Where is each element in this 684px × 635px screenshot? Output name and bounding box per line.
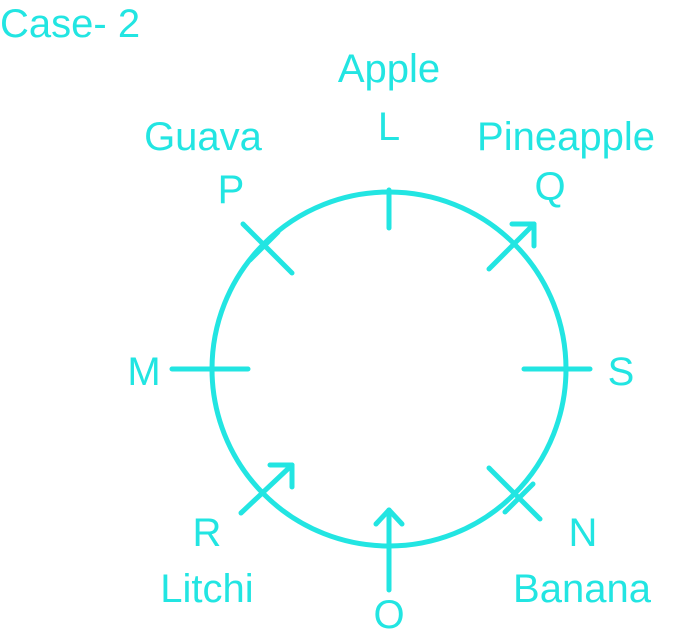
seat-label-q: Q bbox=[534, 165, 565, 209]
item-label-banana: Banana bbox=[513, 567, 652, 611]
seat-label-r: R bbox=[193, 511, 222, 555]
item-label-guava: Guava bbox=[144, 115, 263, 159]
seat-label-p: P bbox=[218, 168, 245, 212]
item-label-apple: Apple bbox=[338, 47, 440, 91]
seat-label-s: S bbox=[608, 350, 635, 394]
seat-mark-r-arrow bbox=[238, 462, 295, 516]
seat-label-l: L bbox=[378, 105, 400, 149]
seat-mark-n-cross bbox=[486, 465, 543, 522]
item-label-pineapple: Pineapple bbox=[477, 115, 655, 159]
case-label: Case- 2 bbox=[0, 2, 140, 46]
seat-mark-o-arrow bbox=[373, 507, 405, 593]
seat-label-o: O bbox=[373, 593, 404, 635]
seat-mark-q-arrow bbox=[486, 221, 537, 272]
seat-mark-p-cross bbox=[240, 221, 295, 276]
seat-label-n: N bbox=[569, 511, 598, 555]
seat-label-m: M bbox=[127, 350, 160, 394]
item-label-litchi: Litchi bbox=[160, 567, 253, 611]
